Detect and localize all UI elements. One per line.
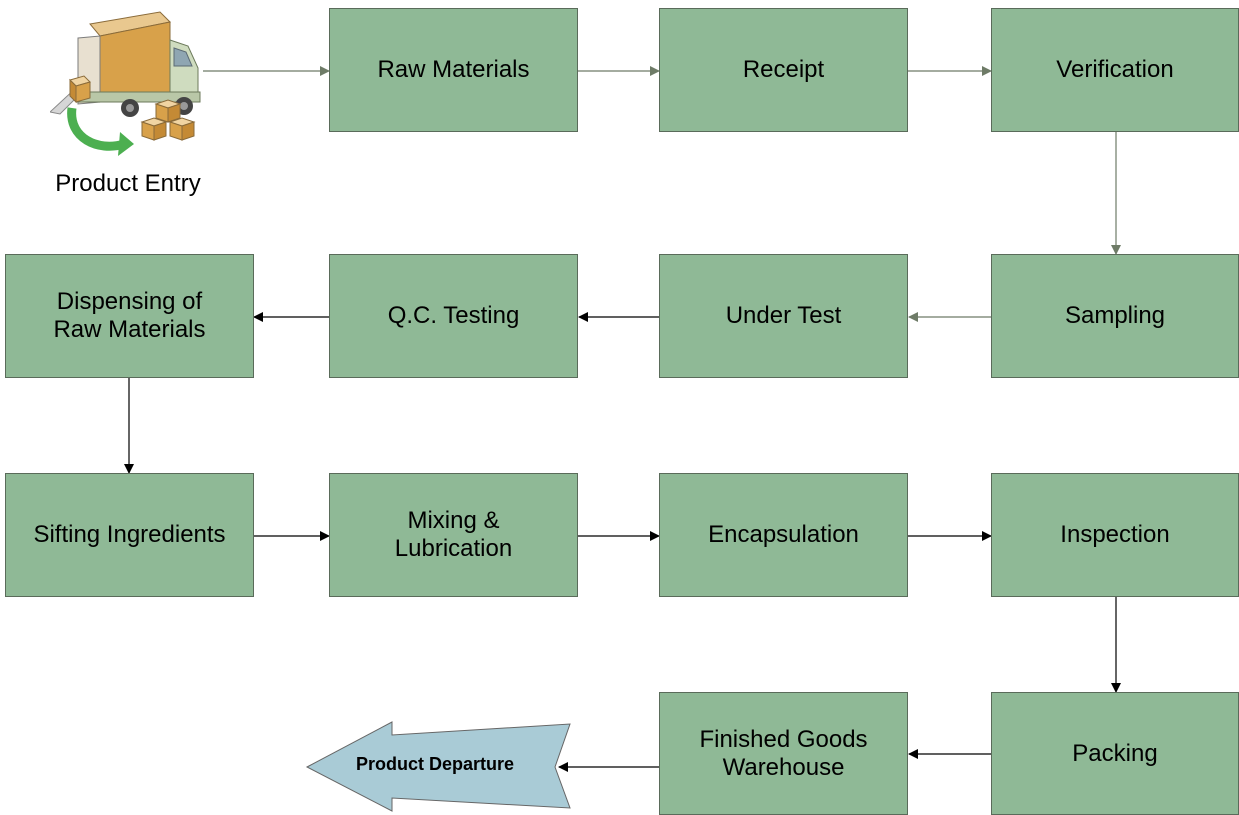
step-receipt: Receipt: [659, 8, 908, 132]
step-sampling: Sampling: [991, 254, 1239, 378]
step-dispensing-raw-materials: Dispensing of Raw Materials: [5, 254, 254, 378]
step-packing: Packing: [991, 692, 1239, 815]
step-mixing-lubrication: Mixing & Lubrication: [329, 473, 578, 597]
step-finished-goods-warehouse: Finished Goods Warehouse: [659, 692, 908, 815]
product-entry-label: Product Entry: [55, 170, 201, 197]
step-sifting-ingredients: Sifting Ingredients: [5, 473, 254, 597]
delivery-truck-icon: [50, 11, 201, 156]
step-inspection: Inspection: [991, 473, 1239, 597]
step-encapsulation: Encapsulation: [659, 473, 908, 597]
departure-arrow-shape: [305, 721, 571, 812]
product-departure-label: Product Departure: [355, 754, 515, 774]
step-under-test: Under Test: [659, 254, 908, 378]
step-qc-testing: Q.C. Testing: [329, 254, 578, 378]
step-raw-materials: Raw Materials: [329, 8, 578, 132]
step-verification: Verification: [991, 8, 1239, 132]
